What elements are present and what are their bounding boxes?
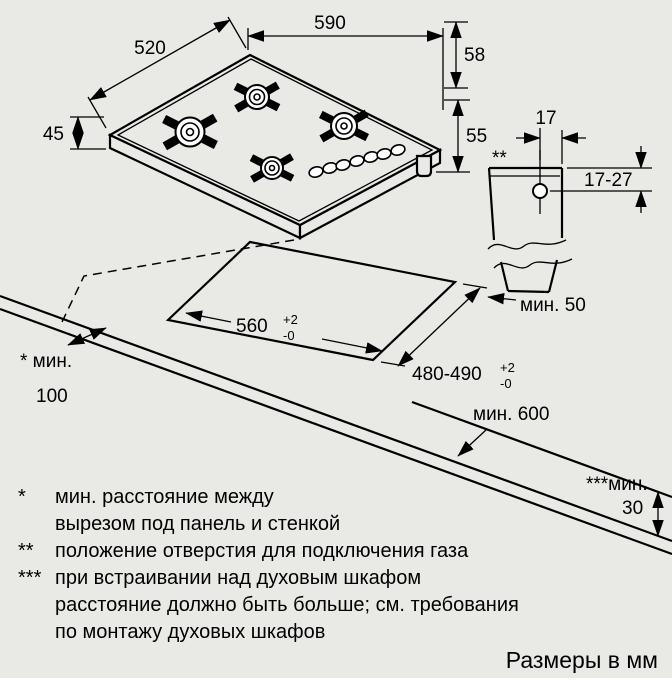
dimension-min-100: * мин. 100 (20, 327, 107, 407)
footnote-1-marker: * (18, 486, 26, 508)
cutout-depth-tol-bottom: -0 (500, 376, 512, 391)
footnote-2-line-1: положение отверстия для подключения газа (55, 540, 469, 562)
gas-note-marker: ** (492, 148, 507, 169)
dimension-58: 58 (444, 21, 485, 89)
burner-front (249, 153, 295, 183)
countertop-front-edge-lower (0, 307, 672, 556)
dim-17-label: 17 (535, 108, 556, 129)
footnote-3-line-3: по монтажу духовых шкафов (55, 621, 325, 643)
gas-hole (532, 183, 548, 199)
burner-rear (233, 81, 281, 113)
dimension-min-30: ***мин. 30 (586, 474, 664, 537)
hob-isometric-view (107, 53, 443, 240)
wall-projection-dashed-line (61, 239, 295, 323)
break-line-upper (487, 239, 567, 250)
dim-17-27-label: 17-27 (584, 170, 633, 191)
footnote-3-line-2: расстояние должно быть больше; см. требо… (55, 594, 519, 616)
footnotes: * мин. расстояние между вырезом под пане… (18, 486, 519, 643)
cutout-depth-tol-top: +2 (500, 360, 515, 375)
dimension-min-50: мин. 50 (487, 292, 586, 316)
dimension-480-490: 480-490 +2 -0 (380, 283, 515, 391)
cutout-width-tol-top: +2 (283, 312, 298, 327)
dimension-520: 520 (87, 16, 247, 129)
dimension-17-27: 17-27 (550, 146, 652, 213)
footnote-2-marker: ** (18, 540, 34, 562)
control-knobs (308, 144, 406, 178)
burner-right (319, 109, 369, 143)
min-100-prefix: * мин. (20, 351, 72, 372)
dim-590-label: 590 (314, 13, 346, 34)
min-600-label: мин. 600 (473, 404, 549, 425)
oven-reference-edge (411, 400, 672, 499)
cutout-depth-label: 480-490 (412, 364, 482, 385)
countertop-view (0, 239, 672, 556)
footnote-1-line-2: вырезом под панель и стенкой (55, 513, 340, 535)
dimension-17: 17 (516, 108, 586, 164)
dim-55-label: 55 (466, 126, 487, 147)
footnote-3-line-1: при встраивании над духовым шкафом (55, 567, 421, 589)
break-line-lower (493, 258, 573, 269)
countertop-front-edge-upper (0, 294, 672, 543)
footnote-1-line-1: мин. расстояние между (55, 486, 274, 508)
min-30-value: 30 (622, 498, 643, 519)
min-100-value: 100 (36, 386, 68, 407)
gas-fitting (415, 154, 433, 178)
dimension-55: 55 (436, 99, 487, 173)
hob-top-inner-rim (116, 58, 434, 222)
dim-58-label: 58 (464, 45, 485, 66)
gas-connection-detail: ** (487, 148, 573, 294)
footnote-3-marker: *** (18, 567, 42, 589)
dimension-590: 590 (247, 13, 444, 110)
min-50-label: мин. 50 (520, 295, 586, 316)
dimension-560: 560 +2 -0 (185, 310, 383, 354)
cutout-width-tol-bottom: -0 (283, 328, 295, 343)
units-note: Размеры в мм (506, 647, 658, 673)
min-30-prefix: ***мин. (586, 474, 648, 495)
cutout-outline (165, 240, 458, 362)
dim-45-label: 45 (43, 124, 64, 145)
burner-left (162, 113, 218, 151)
dimension-45: 45 (43, 116, 106, 150)
dimension-min-600: мин. 600 (457, 404, 549, 457)
cutout-width-label: 560 (236, 316, 268, 337)
dim-520-label: 520 (134, 38, 166, 59)
